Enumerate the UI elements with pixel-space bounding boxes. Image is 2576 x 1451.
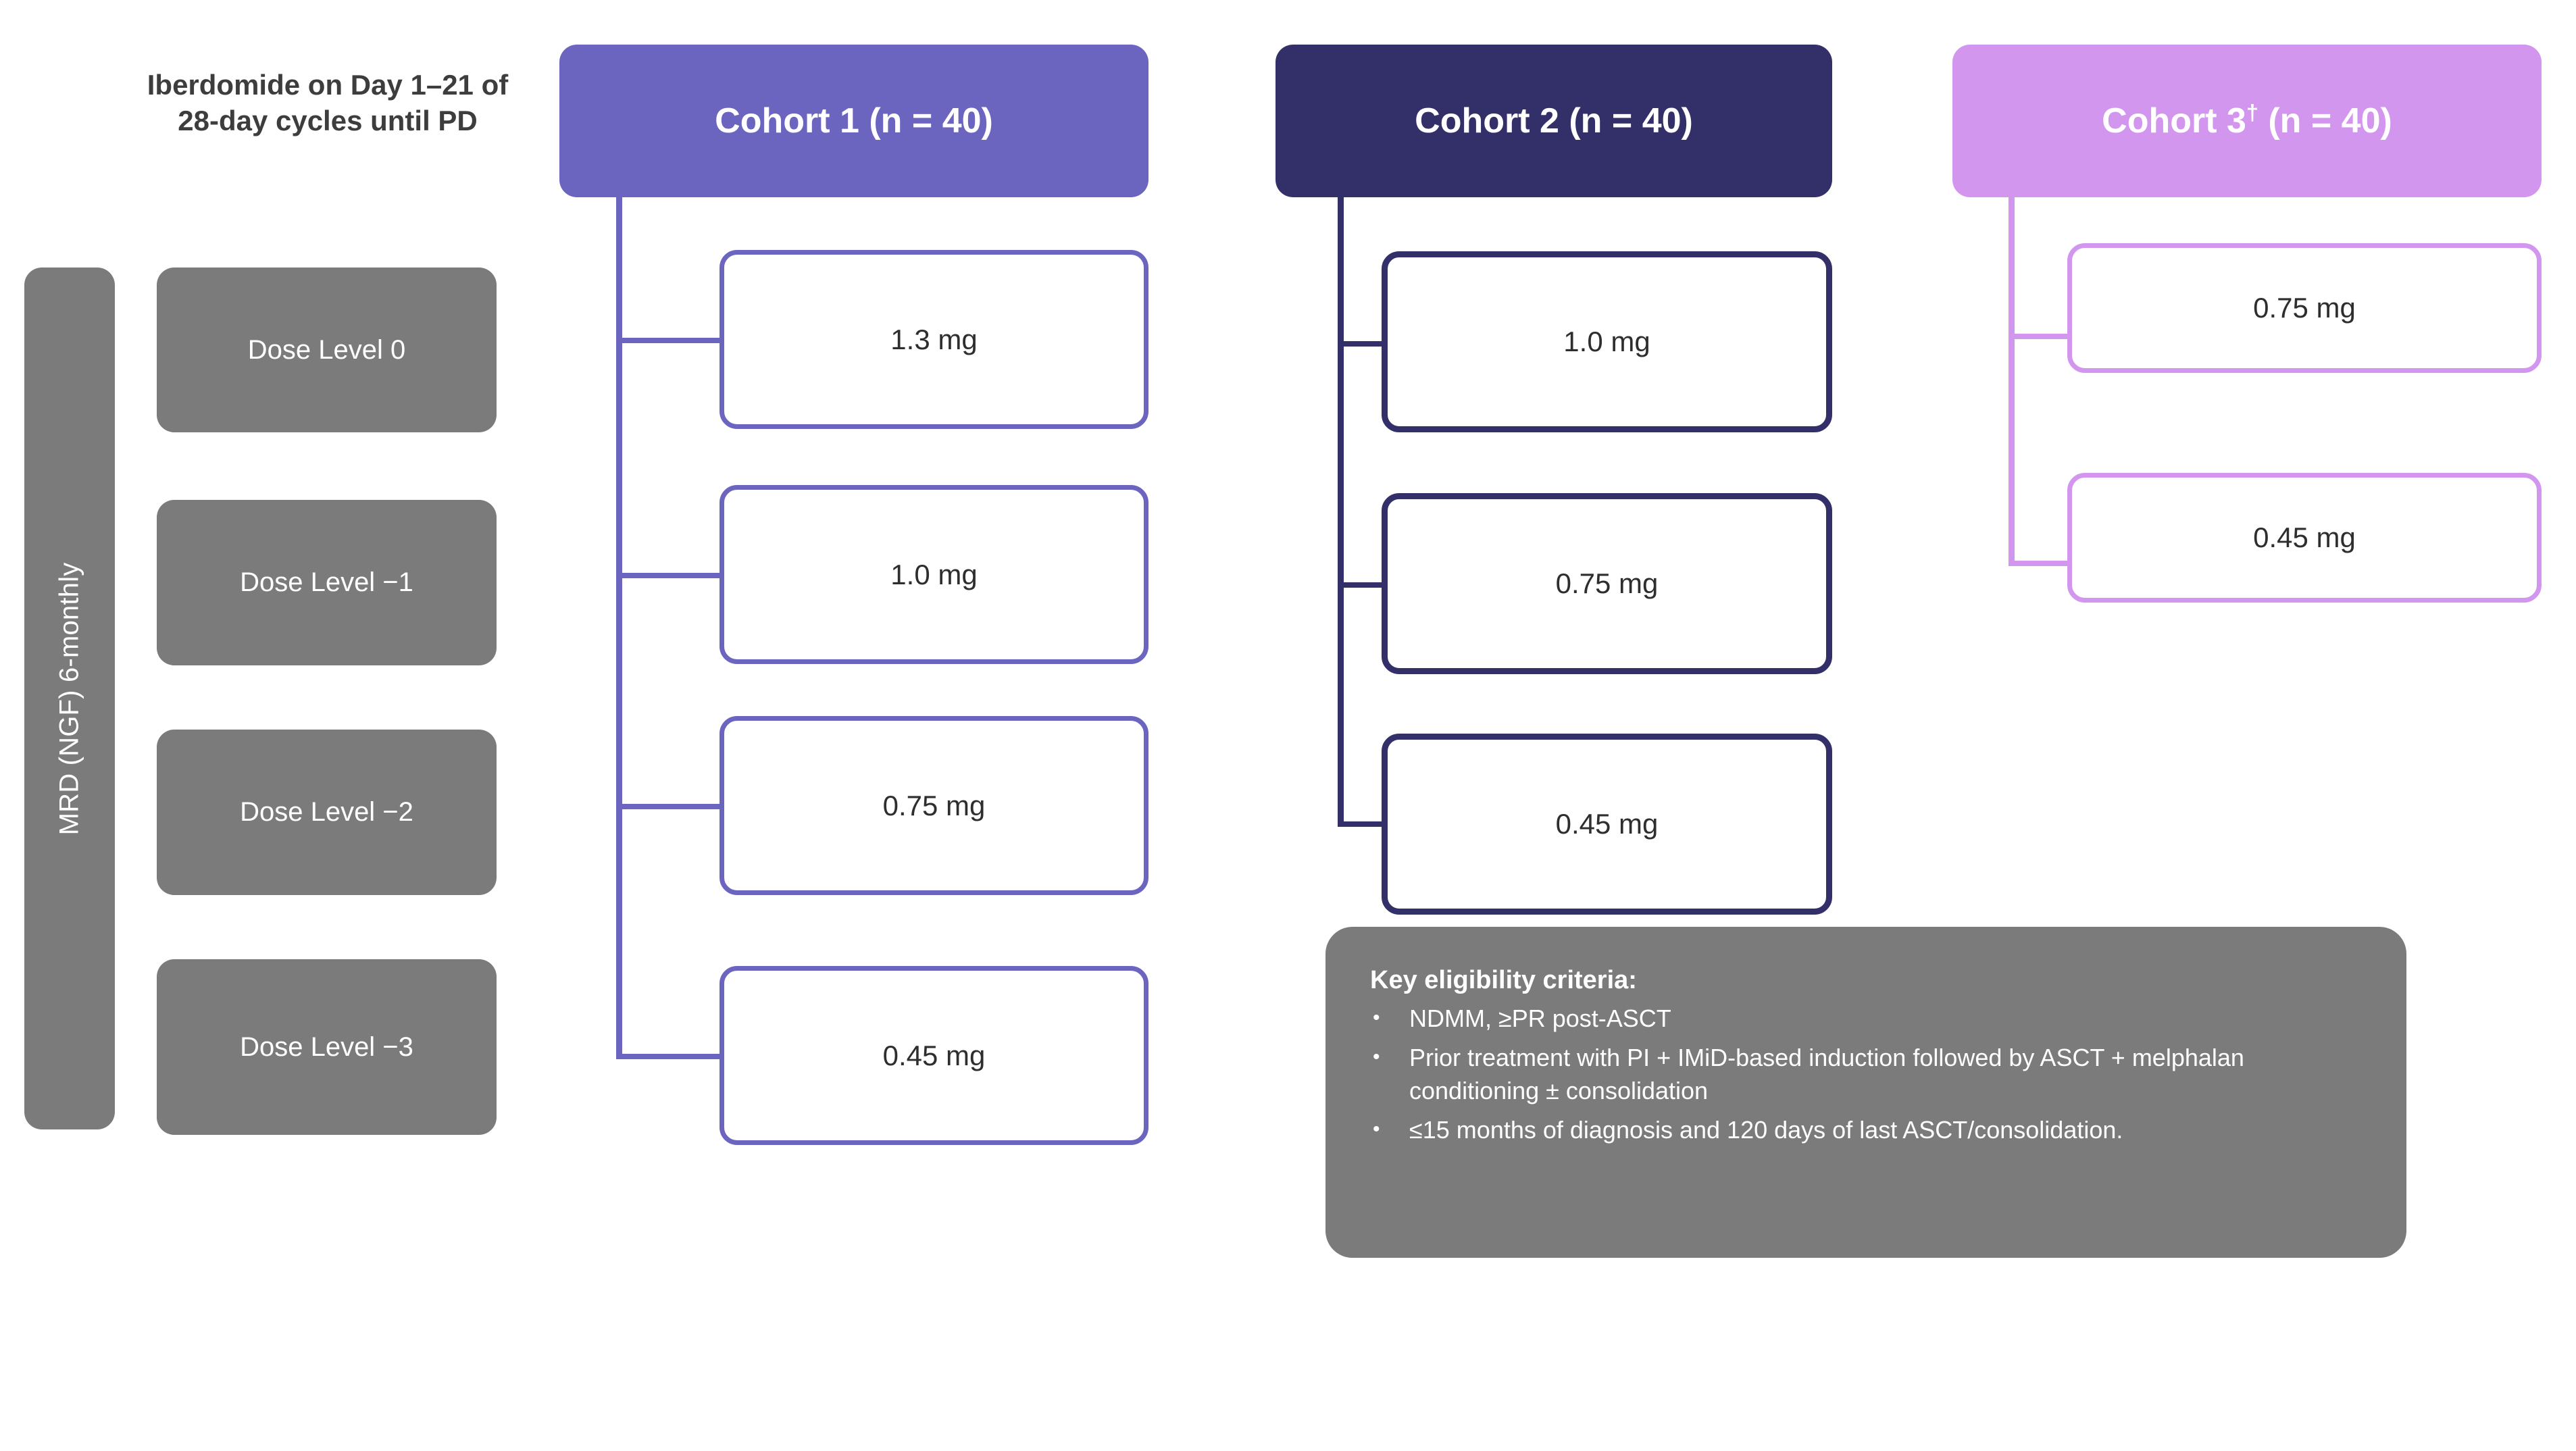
cohort-3-title-suffix: (n = 40) (2258, 101, 2392, 141)
cohort-3-title-prefix: Cohort 3 (2102, 101, 2246, 141)
dose-level-minus3-label: Dose Level −3 (240, 1032, 413, 1062)
cohort-1-dose-node-3: 0.75 mg (719, 716, 1148, 895)
eligibility-list-item: • ≤15 months of diagnosis and 120 days o… (1370, 1113, 2359, 1147)
cohort-2-dose-label-1: 1.0 mg (1563, 326, 1650, 357)
cohort-3-header: Cohort 3† (n = 40) (1952, 45, 2542, 197)
cohort-2-dose-node-2: 0.75 mg (1382, 493, 1832, 674)
cohort-3-dose-label-2: 0.45 mg (2253, 521, 2356, 553)
cohort-2-branch-2 (1338, 582, 1386, 588)
eligibility-item-text: ≤15 months of diagnosis and 120 days of … (1409, 1116, 2123, 1144)
cohort-3-dagger-footnote-marker: † (2246, 100, 2258, 125)
eligibility-item-text: Prior treatment with PI + IMiD-based ind… (1409, 1043, 2244, 1105)
cohort-3-branch-2 (2009, 561, 2072, 566)
mrd-assessment-bar: MRD (NGF) 6-monthly (24, 268, 115, 1129)
cohort-1-dose-label-4: 0.45 mg (882, 1039, 986, 1071)
cohort-3-dose-node-1: 0.75 mg (2067, 243, 2542, 373)
dose-level-minus1-label: Dose Level −1 (240, 567, 413, 597)
cohort-1-dose-node-1: 1.3 mg (719, 250, 1148, 429)
cohort-2-dose-label-2: 0.75 mg (1555, 567, 1659, 599)
eligibility-item-text: NDMM, ≥PR post-ASCT (1409, 1004, 1671, 1032)
iberdomide-dosing-caption: Iberdomide on Day 1–21 of 28-day cycles … (147, 69, 509, 136)
cohort-2-dose-node-3: 0.45 mg (1382, 734, 1832, 915)
dose-level-minus2-label: Dose Level −2 (240, 797, 413, 827)
eligibility-list-item: • NDMM, ≥PR post-ASCT (1370, 1002, 2359, 1036)
cohort-1-dose-label-3: 0.75 mg (882, 789, 986, 821)
cohort-3-title: Cohort 3† (n = 40) (2102, 101, 2392, 141)
cohort-1-branch-1 (616, 338, 724, 343)
cohort-2-title: Cohort 2 (n = 40) (1415, 101, 1693, 141)
cohort-1-trunk-connector (616, 197, 622, 1059)
cohort-3-dose-label-1: 0.75 mg (2253, 292, 2356, 324)
cohort-2-branch-3 (1338, 821, 1386, 827)
dose-level-minus1-box: Dose Level −1 (157, 500, 497, 665)
bullet-icon: • (1373, 1045, 1380, 1068)
cohort-1-dose-node-4: 0.45 mg (719, 966, 1148, 1145)
eligibility-list-item: • Prior treatment with PI + IMiD-based i… (1370, 1041, 2359, 1108)
cohort-2-header: Cohort 2 (n = 40) (1276, 45, 1832, 197)
cohort-3-branch-1 (2009, 334, 2072, 339)
bullet-icon: • (1373, 1118, 1380, 1141)
dose-level-minus2-box: Dose Level −2 (157, 730, 497, 895)
cohort-3-dose-node-2: 0.45 mg (2067, 473, 2542, 603)
key-eligibility-criteria-panel: Key eligibility criteria: • NDMM, ≥PR po… (1325, 927, 2406, 1258)
cohort-1-dose-label-1: 1.3 mg (890, 323, 978, 355)
cohort-1-header: Cohort 1 (n = 40) (559, 45, 1148, 197)
cohort-3-trunk-connector (2009, 197, 2015, 565)
cohort-2-trunk-connector (1338, 197, 1344, 827)
cohort-1-branch-3 (616, 804, 724, 809)
cohort-1-branch-4 (616, 1054, 724, 1059)
cohort-1-dose-node-2: 1.0 mg (719, 485, 1148, 664)
dose-level-0-label: Dose Level 0 (247, 334, 406, 365)
cohort-2-dose-node-1: 1.0 mg (1382, 251, 1832, 432)
cohort-1-branch-2 (616, 573, 724, 578)
cohort-1-title: Cohort 1 (n = 40) (715, 101, 993, 141)
bullet-icon: • (1373, 1007, 1380, 1029)
mrd-assessment-label: MRD (NGF) 6-monthly (54, 562, 84, 835)
cohort-2-dose-label-3: 0.45 mg (1555, 808, 1659, 840)
dose-level-minus3-box: Dose Level −3 (157, 959, 497, 1135)
dose-level-0-box: Dose Level 0 (157, 268, 497, 432)
eligibility-list: • NDMM, ≥PR post-ASCT • Prior treatment … (1370, 1002, 2359, 1147)
cohort-1-dose-label-2: 1.0 mg (890, 558, 978, 590)
eligibility-title: Key eligibility criteria: (1370, 966, 1637, 994)
cohort-2-branch-1 (1338, 341, 1386, 347)
